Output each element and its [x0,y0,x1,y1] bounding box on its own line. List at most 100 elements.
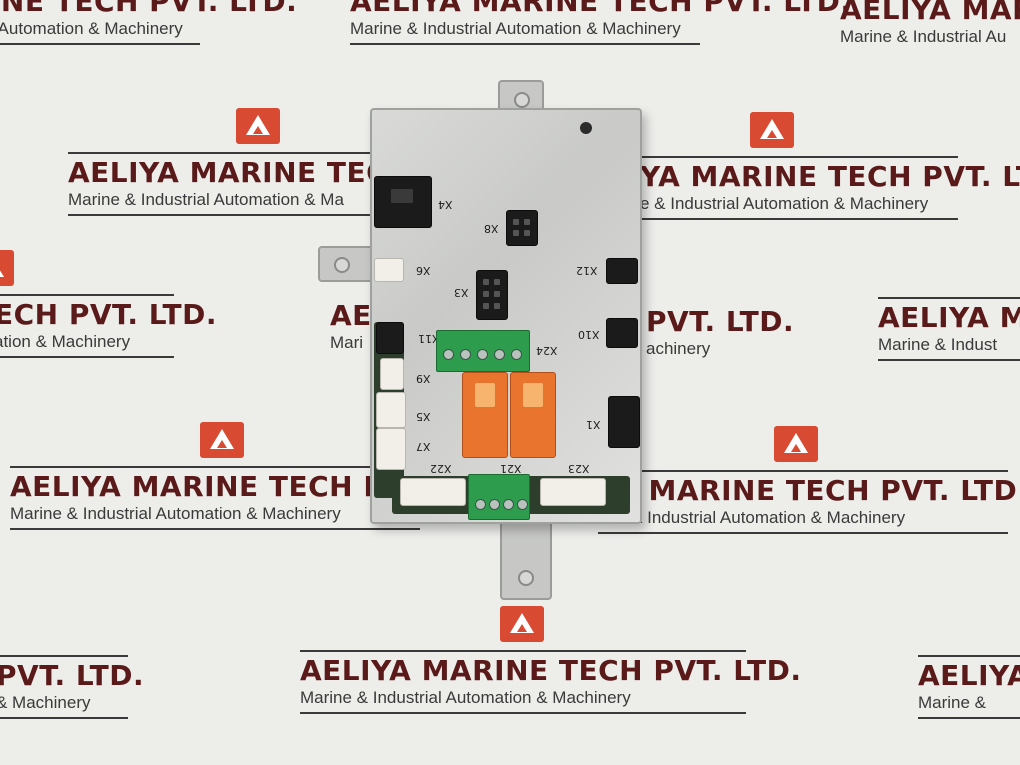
watermark-rule [0,43,200,45]
watermark-rule [598,470,1008,472]
connector-x22 [400,478,466,506]
watermark-rule [598,532,1008,534]
connector-x7 [376,428,406,470]
watermark-tagline: & Machinery [0,693,91,712]
watermark-tile: AELIYA MARINE TECH PVT. LTD. Marine & In… [350,0,851,48]
watermark-company: PVT. LTD. [0,659,145,692]
watermark-company: INE TECH PVT. LTD. [0,0,298,18]
metal-chassis: X4 X8 X6 X12 X3 X11 [370,108,642,524]
connector-x3 [476,270,508,320]
watermark-company: YA MARINE TECH PVT. LTD. [640,160,1020,193]
mount-hole-icon [334,257,350,273]
watermark-tagline: Mari [330,333,364,352]
watermark-tagline: rine & Industrial Automation & Machinery [598,508,906,527]
terminal-block-x24 [436,330,530,372]
watermark-tagline: e & Industrial Automation & Machinery [640,194,929,213]
relay-right [510,372,556,458]
company-logo [200,422,244,458]
watermark-tagline: Marine & Industrial Automation & Machine… [10,504,341,523]
watermark-rule [0,655,128,657]
label-x3: X3 [454,286,469,299]
label-x12: X12 [576,264,598,277]
watermark-company: AE [330,299,372,332]
label-x22: X22 [430,462,452,475]
control-unit: X4 X8 X6 X12 X3 X11 [300,78,680,600]
label-x23: X23 [568,462,590,475]
label-x8: X8 [484,222,499,235]
watermark-rule [68,152,380,154]
mounting-tab-bottom [500,516,552,600]
watermark-rule [10,466,420,468]
watermark-rule [300,712,746,714]
watermark-company: AELIYA MARINE TECH PVT. LTD. [350,0,852,18]
watermark-tagline: Marine & Industrial Automation & Ma [68,190,344,209]
connector-x10 [606,318,638,348]
watermark-rule [300,650,746,652]
watermark-tagline: ation & Machinery [0,332,131,351]
label-x10: X10 [578,328,600,341]
connector-x5 [376,392,406,428]
watermark-company: YA MARINE TECH PVT. LTD. [598,474,1020,507]
connector-x8 [506,210,538,246]
mount-hole-icon [518,570,534,586]
watermark-company: PVT. LTD. [646,305,795,338]
watermark-rule [918,717,1020,719]
watermark-tile: AE Mari [330,300,372,354]
watermark-rule [10,528,420,530]
company-logo [0,250,14,286]
watermark-tagline: achinery [646,339,711,358]
label-x6: X6 [416,264,431,277]
watermark-rule [878,359,1020,361]
watermark-tile: YA MARINE TECH PVT. LTD. e & Industrial … [640,112,1020,223]
rj45-port-x4 [374,176,432,228]
connector-x6 [374,258,404,282]
terminal-block-x21 [468,474,530,520]
connector-x23 [540,478,606,506]
watermark-tagline: Marine & Industrial Automation & Machine… [300,688,631,707]
watermark-company: AELIYA MAR [878,301,1020,334]
watermark-tile: PVT. LTD. achinery [646,306,794,360]
watermark-rule [0,294,174,296]
watermark-tagline: Marine & [918,693,987,712]
company-logo [750,112,794,148]
screw-hole-icon [580,122,592,134]
watermark-tile: YA MARINE TECH PVT. LTD. rine & Industri… [598,426,1020,537]
watermark-tagline: l Automation & Machinery [0,19,183,38]
watermark-tile: AELIYA Marine & [918,652,1020,722]
watermark-tagline: Marine & Industrial Automation & Machine… [350,19,681,38]
watermark-rule [640,218,958,220]
label-x24: X24 [536,344,558,357]
watermark-rule [350,43,700,45]
company-logo [236,108,280,144]
label-x5: X5 [416,410,431,423]
mount-hole-icon [514,92,530,108]
watermark-tile: ECH PVT. LTD. ation & Machinery [0,250,217,361]
watermark-tagline: Marine & Indust [878,335,998,354]
watermark-tile: AELIYA MAR Marine & Indust [878,294,1020,364]
connector-x12 [606,258,638,284]
watermark-tile: AELIYA MARINE TECH PVT. Marine & Industr… [10,422,433,533]
watermark-tagline: Marine & Industrial Au [840,27,1007,46]
relay-left [462,372,508,458]
label-x4: X4 [438,198,453,211]
watermark-company: AELIYA MARINE TECH PVT. [10,470,434,503]
label-x1: X1 [586,418,601,431]
company-logo [500,606,544,642]
label-x7: X7 [416,440,431,453]
connector-x11 [376,322,404,354]
watermark-rule [0,717,128,719]
watermark-tile: AELIYA MARINE TECH PVT Marine & Industri… [68,108,484,219]
watermark-rule [878,297,1020,299]
watermark-company: AELIYA [918,659,1020,692]
watermark-rule [0,356,174,358]
company-logo [774,426,818,462]
watermark-company: AELIYA MARINE TECH PVT. LTD. [300,654,802,687]
watermark-tile: AELIYA MARINE TECH Marine & Industrial A… [840,0,1020,48]
connector-x9 [380,358,404,390]
label-x9: X9 [416,372,431,385]
watermark-rule [918,655,1020,657]
watermark-tile: INE TECH PVT. LTD. l Automation & Machin… [0,0,297,48]
watermark-tile: AELIYA MARINE TECH PVT. LTD. Marine & In… [300,606,801,717]
watermark-rule [640,156,958,158]
